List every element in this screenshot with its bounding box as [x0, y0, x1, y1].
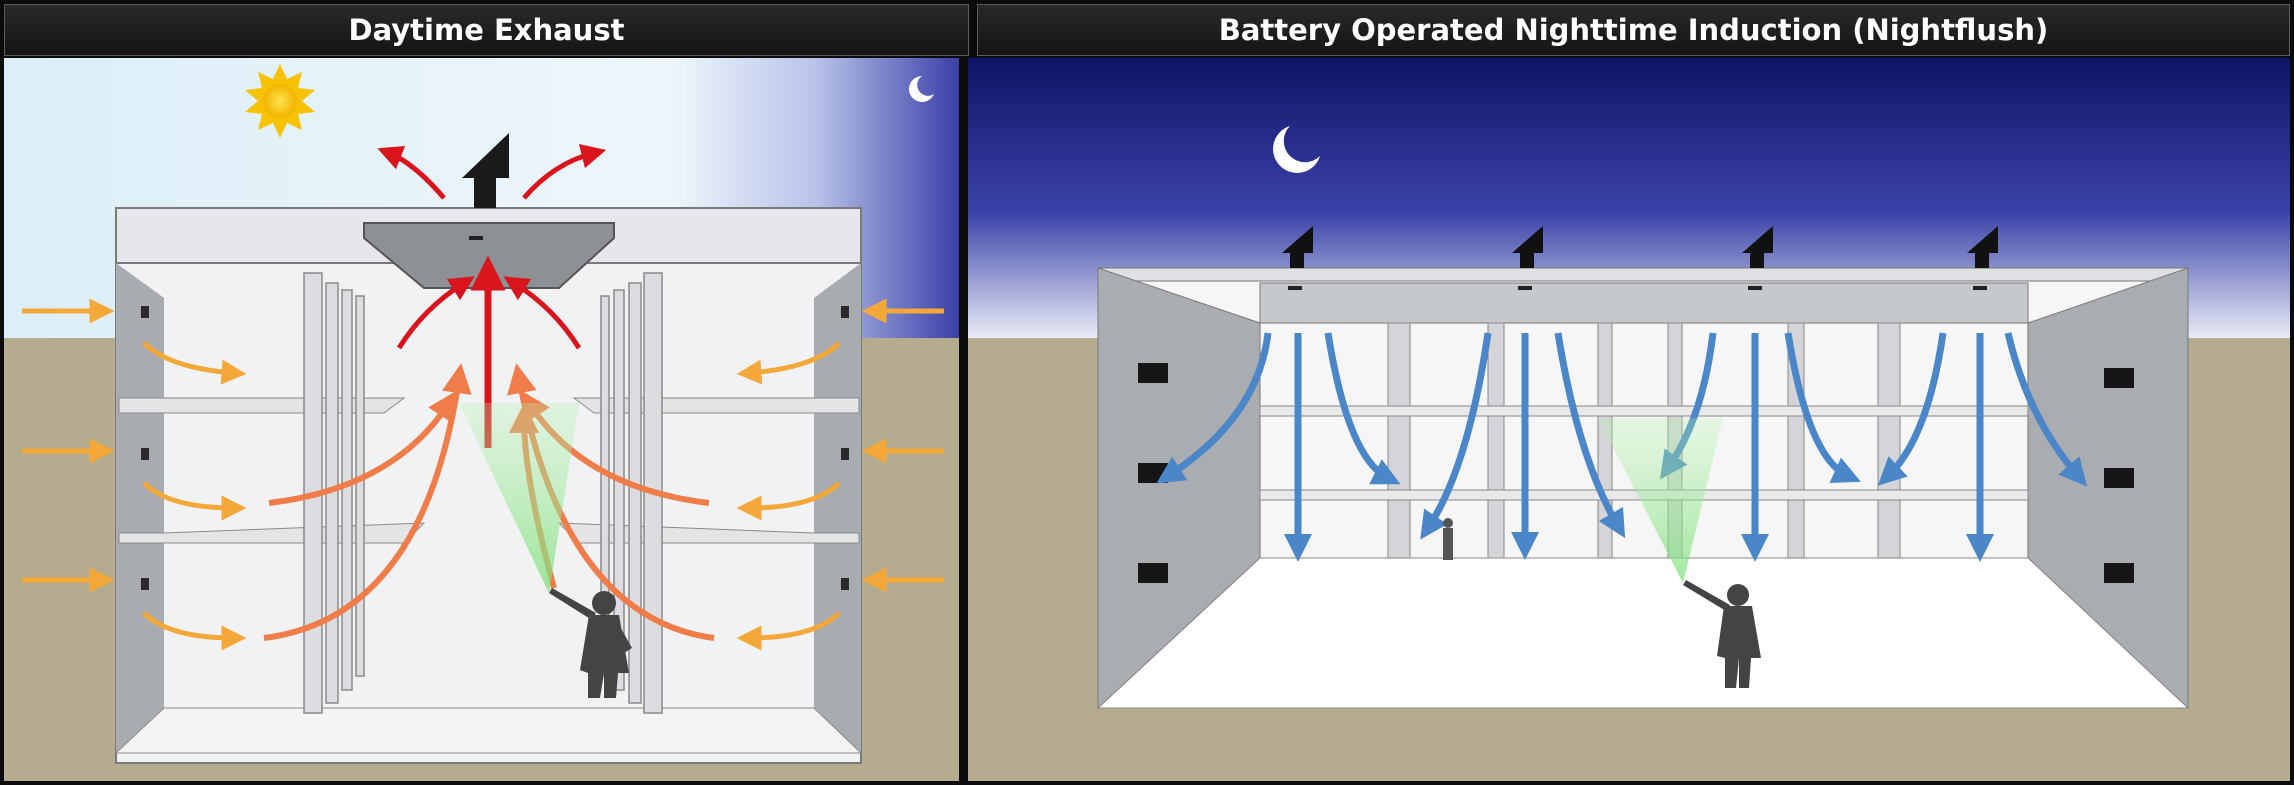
- remote-signal-beam: [1598, 418, 1723, 583]
- nightflush-title: Battery Operated Nighttime Induction (Ni…: [977, 4, 2290, 56]
- exhaust-fan-icon: [462, 133, 509, 208]
- distant-person-icon: [1443, 518, 1453, 560]
- ventilation-illustration: [4, 58, 2290, 781]
- person-with-remote-icon: [1683, 580, 1761, 688]
- sun-icon: [245, 64, 315, 138]
- moon-icon: [1273, 126, 1320, 173]
- daytime-exhaust-title: Daytime Exhaust: [4, 4, 969, 56]
- nightflush-panel: [968, 58, 2290, 781]
- person-with-remote-icon: [549, 588, 632, 698]
- intake-fan-icons: [1282, 226, 1998, 268]
- intake-arrows: [22, 298, 944, 651]
- moon-icon: [909, 76, 934, 102]
- cool-air-arrows: [1156, 332, 2088, 562]
- daytime-panel: [4, 58, 959, 781]
- remote-signal-beam: [459, 403, 579, 593]
